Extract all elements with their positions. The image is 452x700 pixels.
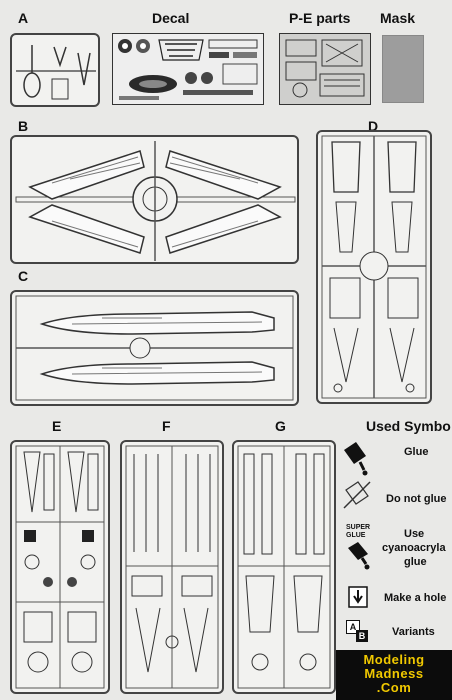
decal-sheet (112, 33, 264, 105)
watermark-line1: Modeling (363, 652, 425, 667)
sprue-b-wings (15, 141, 296, 261)
sprue-label-pe-parts: P-E parts (289, 10, 351, 26)
symbol-variants-label: Variants (392, 626, 435, 638)
sprue-label-c: C (18, 268, 29, 284)
symbol-use-cyano-line2: cyanoacryla (382, 542, 446, 554)
variant-b-box: B (356, 630, 368, 642)
sprue-e-parts (15, 445, 105, 689)
sprue-label-mask: Mask (380, 10, 416, 26)
symbol-do-not-glue-label: Do not glue (386, 493, 447, 505)
symbols-title: Used Symbo (366, 418, 451, 434)
sprue-label-e: E (52, 418, 62, 434)
sprue-label-decal: Decal (152, 10, 190, 26)
sprue-b (10, 135, 299, 264)
cyano-glue-icon (348, 542, 370, 570)
drill-hole-icon (348, 586, 368, 608)
sprue-label-b: B (18, 118, 29, 134)
sprue-label-f: F (162, 418, 171, 434)
sprue-label-a: A (18, 10, 29, 26)
sprue-e (10, 440, 110, 694)
symbol-use-cyano-line1: Use (404, 528, 425, 540)
sprue-c-fuselage (15, 295, 294, 401)
sprue-g-parts (237, 445, 331, 689)
sprue-f (120, 440, 224, 694)
sprue-a-parts (16, 45, 96, 100)
sprue-a (10, 33, 100, 107)
sprue-c (10, 290, 299, 406)
watermark-line3: .Com (376, 680, 412, 695)
symbol-glue-label: Glue (404, 446, 429, 458)
super-glue-badge: SUPER GLUE (346, 524, 371, 539)
sprue-label-d: D (368, 118, 379, 134)
watermark-line2: Madness (364, 666, 424, 681)
watermark-logo: Modeling Madness .Com (336, 650, 452, 700)
variants-icon: A B (346, 620, 370, 644)
photo-etch-parts (285, 39, 365, 98)
symbol-use-cyano-line3: glue (404, 556, 427, 568)
sprue-label-g: G (275, 418, 286, 434)
sprue-d-parts (321, 135, 427, 399)
glue-bottle-icon (344, 442, 368, 476)
no-glue-icon (343, 481, 371, 509)
mask-sheet (382, 35, 424, 103)
photo-etch-fret (279, 33, 371, 105)
decal-sheet-art (118, 39, 258, 100)
symbol-make-hole-label: Make a hole (384, 592, 447, 604)
sprue-f-parts (125, 445, 219, 689)
sprue-g (232, 440, 336, 694)
sprue-d (316, 130, 432, 404)
